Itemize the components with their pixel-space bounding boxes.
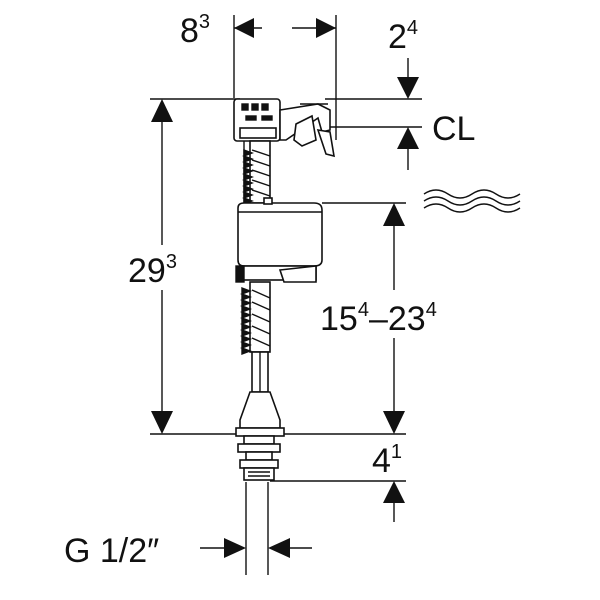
valve-base (235, 391, 285, 445)
dimension-label: 24 (388, 17, 418, 56)
thread-connector (237, 443, 281, 481)
arrow-head (151, 411, 173, 434)
arrow-head (397, 77, 419, 99)
dimension-label: 83 (180, 11, 210, 50)
spring (242, 148, 254, 206)
dimension-label: 293 (128, 251, 177, 290)
base-flare (239, 391, 281, 429)
arrow-head (151, 99, 173, 122)
dimension-top-width: 83 (180, 11, 337, 140)
dimension-total-height: 293 (128, 98, 240, 435)
arrow-head (316, 18, 336, 38)
spring (240, 286, 252, 356)
arrow-head (234, 18, 254, 38)
thread-size-label: G 1/2″ (64, 532, 159, 570)
cl-label: CL (432, 110, 475, 148)
arrow-head (383, 481, 405, 503)
dimension-label: 41 (372, 441, 402, 480)
arrow-head (268, 538, 290, 558)
dimension-level-range: 154–234 (320, 202, 437, 434)
nut (237, 443, 281, 453)
arrow-head (383, 203, 405, 226)
dimension-label: 154–234 (320, 299, 437, 338)
dimension-thread-size: G 1/2″ (64, 482, 312, 575)
upper-shaft (242, 140, 271, 206)
valve-head (233, 98, 335, 158)
water-waves-icon (423, 189, 521, 213)
fill-valve (233, 98, 335, 481)
dimension-top-offset: 24 (325, 17, 422, 100)
arrow-head (383, 411, 405, 434)
arrow-head (224, 538, 246, 558)
float-chamber (235, 197, 323, 283)
arrow-head (397, 127, 419, 149)
dimension-thread-length: 41 (270, 433, 406, 522)
dimension-critical-level: CL (330, 110, 475, 170)
lower-shaft (240, 281, 271, 393)
